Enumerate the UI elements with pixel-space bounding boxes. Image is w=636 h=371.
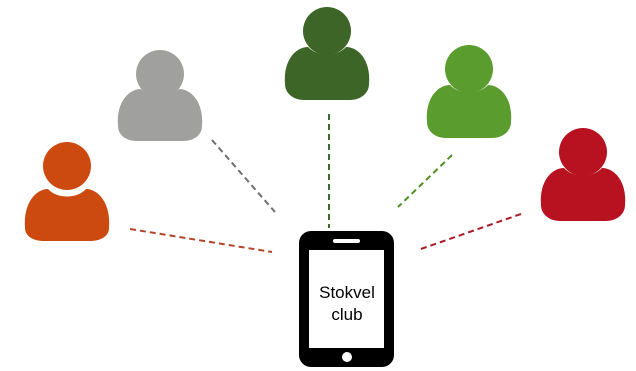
person-icon-red: [540, 128, 626, 221]
phone-screen-label: Stokvel club: [307, 282, 387, 326]
connector-line-red: [417, 213, 522, 251]
smartphone-icon: [299, 231, 394, 367]
connector-line-gray: [211, 139, 276, 213]
person-icon-gray: [117, 50, 203, 141]
phone-label-line-2: club: [331, 305, 363, 324]
connector-line-orange: [129, 228, 273, 253]
connector-line-light-green: [397, 154, 453, 208]
person-icon-orange: [24, 142, 110, 241]
person-icon-light-green: [426, 45, 512, 138]
phone-label-line-1: Stokvel: [319, 283, 375, 302]
person-icon-dark-green: [284, 7, 370, 100]
